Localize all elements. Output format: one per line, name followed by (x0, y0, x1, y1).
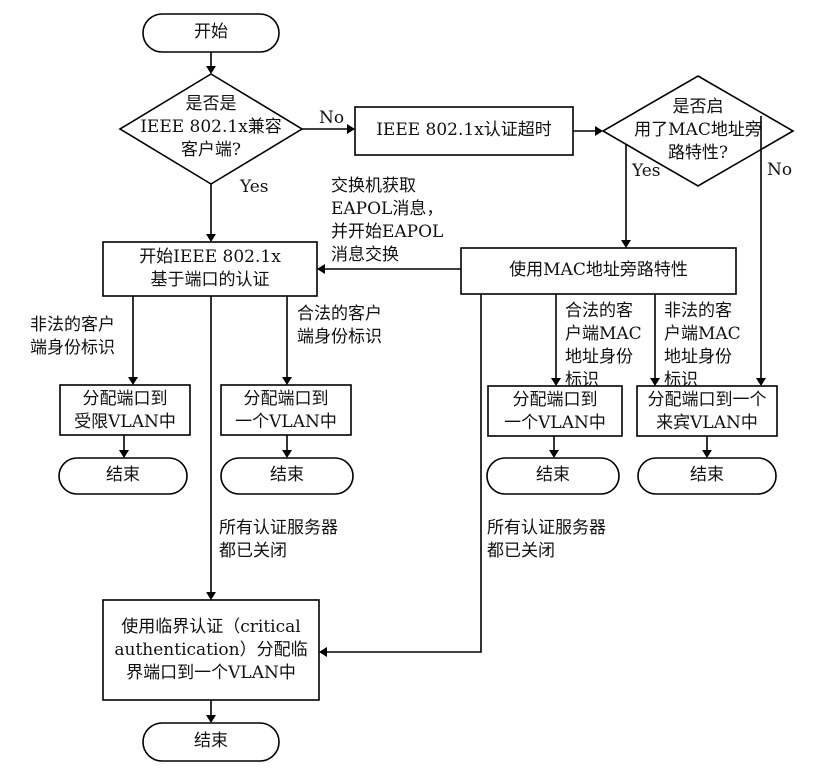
critical-auth-line: authentication）分配临 (114, 640, 308, 660)
restricted-vlan-line: 受限VLAN中 (74, 412, 176, 432)
servers-down-line: 都已关闭 (487, 541, 555, 561)
eapol-line: 并开始EAPOL (331, 222, 444, 242)
guest-vlan-line: 来宾VLAN中 (656, 413, 758, 433)
arrowhead (282, 377, 292, 385)
guest-vlan-text: 分配端口到一个 来宾VLAN中 (637, 389, 777, 435)
legal-client-note: 合法的客户 端身份标识 (297, 303, 382, 349)
begin-auth-box (102, 241, 318, 297)
restricted-vlan-line: 分配端口到 (82, 389, 168, 409)
edge-label-no-2: No (767, 160, 793, 180)
vlan-a-line: 分配端口到 (243, 389, 329, 409)
decision-8021x-line: 是否是 (185, 94, 237, 114)
illegal-mac-line: 非法的客 (664, 301, 732, 321)
eapol-line: EAPOL消息， (331, 199, 444, 219)
arrowhead (317, 264, 325, 274)
arrowhead (551, 378, 561, 386)
servers-down-line: 所有认证服务器 (219, 518, 338, 538)
arrowhead (282, 450, 292, 458)
arrowhead (206, 66, 216, 74)
start-label: 开始 (194, 22, 228, 42)
arrowhead (206, 234, 216, 242)
arrowhead (128, 377, 138, 385)
illegal-client-line: 端身份标识 (30, 338, 115, 358)
vlan-a-line: 一个VLAN中 (235, 412, 337, 432)
illegal-mac-line: 标识 (664, 370, 698, 390)
begin-auth-line: 基于端口的认证 (150, 270, 270, 290)
edge-label-yes-2: Yes (632, 161, 661, 181)
end-terminator-1 (58, 457, 188, 495)
begin-auth-line: 开始IEEE 802.1x (139, 247, 281, 267)
vlan-a-text: 分配端口到 一个VLAN中 (221, 388, 351, 434)
decision-mac-line: 用了MAC地址旁 (634, 120, 762, 140)
vlan-box-b (487, 385, 623, 437)
decision-8021x-text: 是否是 IEEE 802.1x兼容 客户端? (120, 93, 302, 162)
end-label-final: 结束 (194, 731, 228, 751)
end-label-3: 结束 (536, 465, 570, 485)
legal-mac-line: 地址身份 (565, 347, 633, 367)
vlan-b-line: 一个VLAN中 (504, 413, 606, 433)
guest-vlan-box (636, 385, 778, 437)
eapol-line: 交换机获取 (331, 176, 416, 196)
legal-client-line: 端身份标识 (297, 327, 382, 347)
decision-mac-line: 是否启 (672, 97, 724, 117)
begin-auth-text: 开始IEEE 802.1x 基于端口的认证 (103, 246, 317, 292)
eapol-note: 交换机获取 EAPOL消息， 并开始EAPOL 消息交换 (331, 175, 443, 267)
decision-8021x-line: IEEE 802.1x兼容 (140, 117, 282, 137)
critical-auth-text: 使用临界认证（critical authentication）分配临 界端口到一… (103, 616, 319, 685)
critical-auth-line: 界端口到一个VLAN中 (126, 663, 296, 683)
end-label-2: 结束 (270, 465, 304, 485)
illegal-mac-line: 地址身份 (664, 347, 732, 367)
eapol-line: 消息交换 (331, 245, 399, 265)
use-mac-label: 使用MAC地址旁路特性 (509, 260, 688, 280)
vlan-box-a (220, 384, 352, 436)
decision-mac-text: 是否启 用了MAC地址旁 路特性? (603, 96, 793, 165)
illegal-mac-line: 户端MAC (664, 324, 741, 344)
arrowhead (347, 124, 355, 134)
arrowhead (702, 450, 712, 458)
timeout-box (354, 106, 574, 156)
legal-mac-line: 标识 (565, 370, 599, 390)
restricted-vlan-box (59, 384, 191, 436)
timeout-label: IEEE 802.1x认证超时 (376, 120, 552, 140)
vlan-b-line: 分配端口到 (512, 390, 598, 410)
legal-mac-line: 合法的客 (565, 301, 633, 321)
use-mac-box (460, 247, 737, 295)
decision-mac-bypass (601, 75, 795, 187)
edge-label-yes-1: Yes (240, 177, 269, 197)
arrowhead (650, 378, 660, 386)
edge-label-no-1: No (319, 108, 345, 128)
critical-auth-box (102, 599, 320, 701)
guest-vlan-line: 分配端口到一个 (647, 390, 767, 410)
decision-mac-line: 路特性? (667, 143, 729, 163)
illegal-client-note: 非法的客户 端身份标识 (30, 314, 115, 360)
arrowhead (756, 378, 766, 386)
end-label-1: 结束 (106, 465, 140, 485)
critical-auth-line: 使用临界认证（critical (121, 617, 301, 637)
servers-down-line: 所有认证服务器 (487, 518, 606, 538)
end-terminator-3 (486, 457, 620, 495)
arrowhead (206, 715, 216, 723)
legal-mac-line: 户端MAC (565, 324, 642, 344)
arrowhead (549, 450, 559, 458)
arrowhead (319, 647, 327, 657)
decision-8021x-line: 客户端? (180, 140, 242, 160)
illegal-client-line: 非法的客户 (30, 315, 115, 335)
servers-down-note-1: 所有认证服务器 都已关闭 (219, 517, 338, 563)
end-label-4: 结束 (690, 465, 724, 485)
servers-down-note-2: 所有认证服务器 都已关闭 (487, 517, 606, 563)
arrowhead (206, 592, 216, 600)
vlan-b-text: 分配端口到 一个VLAN中 (488, 389, 622, 435)
servers-down-line: 都已关闭 (219, 541, 287, 561)
restricted-vlan-text: 分配端口到 受限VLAN中 (60, 388, 190, 434)
edge-servers-down-2 (327, 294, 482, 653)
arrowhead (621, 240, 631, 248)
arrowhead (595, 126, 603, 136)
legal-mac-note: 合法的客 户端MAC 地址身份 标识 (565, 300, 642, 392)
illegal-mac-note: 非法的客 户端MAC 地址身份 标识 (664, 300, 741, 392)
arrowhead (119, 450, 129, 458)
legal-client-line: 合法的客户 (297, 304, 382, 324)
